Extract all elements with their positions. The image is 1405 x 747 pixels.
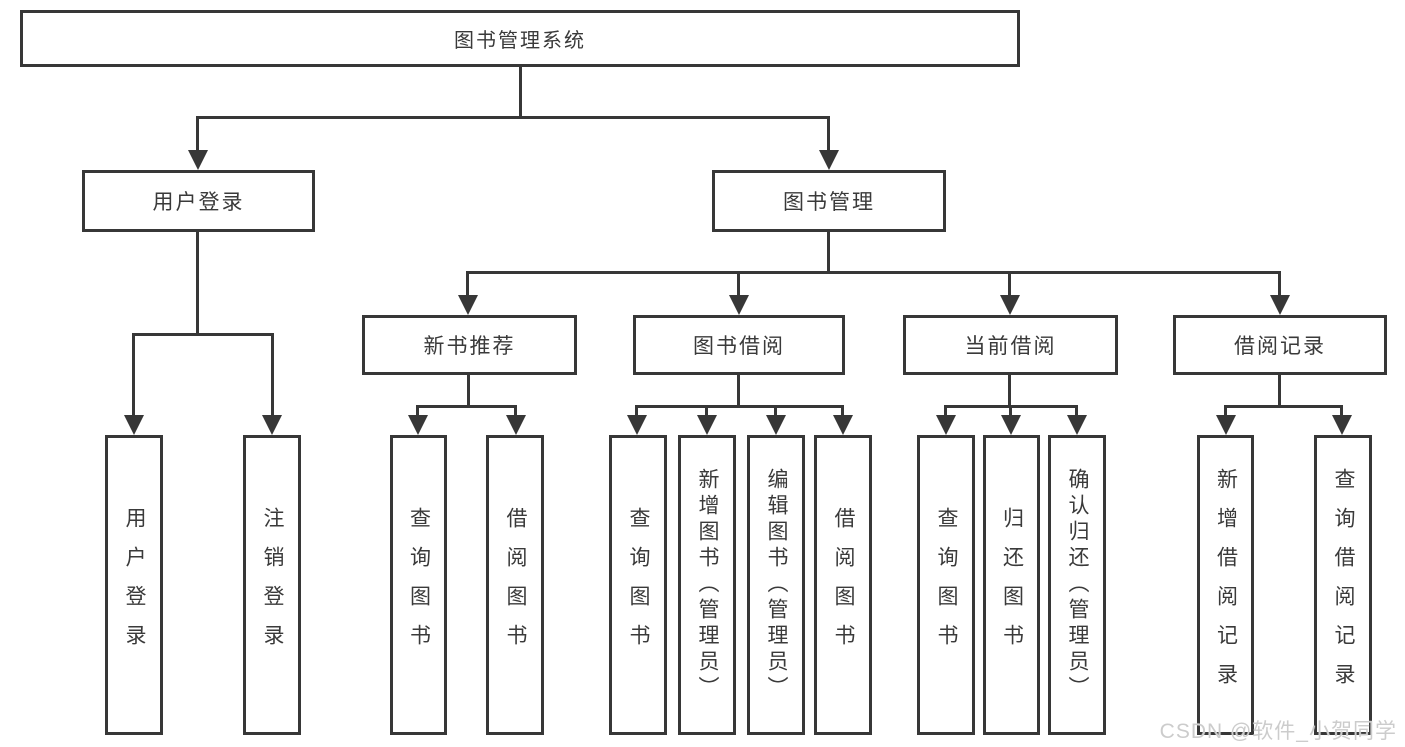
arrowhead-down-icon	[1000, 295, 1020, 315]
node-current-borrowing: 当前借阅	[903, 315, 1118, 375]
leaf-borrow-books-borrowing: 借阅图书	[814, 435, 872, 735]
leaf-label: 查询借阅记录	[1332, 468, 1355, 702]
connector-stub-user-login	[196, 231, 199, 334]
connector-shaft	[737, 271, 740, 298]
leaf-label: 注销登录	[261, 507, 284, 663]
node-new-book-recommend: 新书推荐	[362, 315, 577, 375]
node-library-management-system: 图书管理系统	[20, 10, 1020, 67]
leaf-return-books: 归还图书	[983, 435, 1040, 735]
arrowhead-down-icon	[408, 415, 428, 435]
arrowhead-down-icon	[506, 415, 526, 435]
connector-shaft	[1008, 271, 1011, 298]
arrowhead-down-icon	[1332, 415, 1352, 435]
leaf-user-login: 用户登录	[105, 435, 163, 735]
leaf-label: 确认归还（管理员）	[1066, 468, 1089, 702]
node-book-management: 图书管理	[712, 170, 946, 232]
leaf-label: 编辑图书（管理员）	[765, 468, 788, 702]
watermark: CSDN @软件_小贺同学	[1159, 720, 1397, 743]
arrowhead-down-icon	[124, 415, 144, 435]
leaf-label: 查询图书	[935, 507, 958, 663]
connector-shaft	[944, 405, 947, 417]
connector-shaft	[271, 333, 274, 417]
connector-shaft	[841, 405, 844, 417]
node-borrowing-records: 借阅记录	[1173, 315, 1387, 375]
leaf-borrow-books-recommend: 借阅图书	[486, 435, 544, 735]
node-label: 图书借阅	[693, 335, 785, 358]
arrowhead-down-icon	[1067, 415, 1087, 435]
connector-shaft	[827, 116, 830, 153]
arrowhead-down-icon	[819, 150, 839, 170]
connector-stub-book-management	[827, 231, 830, 272]
connector-rail-new-book	[416, 405, 517, 408]
connector-rail-user-login	[132, 333, 274, 336]
connector-shaft	[635, 405, 638, 417]
connector-shaft	[705, 405, 708, 417]
arrowhead-down-icon	[1270, 295, 1290, 315]
leaf-query-books-recommend: 查询图书	[390, 435, 447, 735]
connector-shaft	[1224, 405, 1227, 417]
arrowhead-down-icon	[458, 295, 478, 315]
leaf-label: 新增图书（管理员）	[696, 468, 719, 702]
connector-shaft	[514, 405, 517, 417]
leaf-label: 借阅图书	[832, 507, 855, 663]
connector-stub-borrowing	[737, 373, 740, 407]
leaf-label: 查询图书	[407, 507, 431, 663]
node-label: 用户登录	[152, 191, 245, 214]
leaf-query-books-current: 查询图书	[917, 435, 975, 735]
leaf-label: 借阅图书	[504, 507, 527, 663]
leaf-edit-book-admin: 编辑图书（管理员）	[747, 435, 805, 735]
leaf-label: 归还图书	[1000, 507, 1024, 663]
connector-shaft	[132, 333, 135, 417]
leaf-label: 查询图书	[627, 507, 650, 663]
node-user-login: 用户登录	[82, 170, 315, 232]
connector-stub-records	[1278, 373, 1281, 407]
arrowhead-down-icon	[936, 415, 956, 435]
node-label: 借阅记录	[1234, 335, 1326, 358]
connector-shaft	[1009, 405, 1012, 417]
node-label: 新书推荐	[423, 335, 516, 358]
connector-shaft	[1075, 405, 1078, 417]
arrowhead-down-icon	[188, 150, 208, 170]
connector-shaft	[774, 405, 777, 417]
node-label: 当前借阅	[964, 335, 1057, 358]
leaf-label: 新增借阅记录	[1214, 468, 1238, 702]
leaf-add-borrow-record: 新增借阅记录	[1197, 435, 1254, 735]
connector-rail-level3	[466, 271, 1281, 274]
leaf-query-books-borrowing: 查询图书	[609, 435, 667, 735]
connector-rail-level2	[196, 116, 830, 119]
node-label: 图书管理系统	[454, 30, 586, 52]
arrowhead-down-icon	[262, 415, 282, 435]
arrowhead-down-icon	[697, 415, 717, 435]
connector-stub-root	[519, 67, 522, 118]
connector-stub-current	[1008, 373, 1011, 407]
connector-shaft	[1340, 405, 1343, 417]
arrowhead-down-icon	[1001, 415, 1021, 435]
connector-rail-borrowing	[635, 405, 844, 408]
leaf-logout: 注销登录	[243, 435, 301, 735]
arrowhead-down-icon	[833, 415, 853, 435]
node-label: 图书管理	[783, 191, 875, 214]
connector-rail-records	[1224, 405, 1343, 408]
connector-shaft	[1278, 271, 1281, 298]
arrowhead-down-icon	[1216, 415, 1236, 435]
arrowhead-down-icon	[766, 415, 786, 435]
connector-shaft	[416, 405, 419, 417]
arrowhead-down-icon	[729, 295, 749, 315]
connector-shaft	[196, 116, 199, 153]
node-book-borrowing: 图书借阅	[633, 315, 845, 375]
leaf-query-borrow-record: 查询借阅记录	[1314, 435, 1372, 735]
connector-stub-new-book	[467, 373, 470, 407]
leaf-confirm-return-admin: 确认归还（管理员）	[1048, 435, 1106, 735]
leaf-label: 用户登录	[123, 507, 146, 663]
leaf-add-book-admin: 新增图书（管理员）	[678, 435, 736, 735]
arrowhead-down-icon	[627, 415, 647, 435]
connector-shaft	[466, 271, 469, 298]
